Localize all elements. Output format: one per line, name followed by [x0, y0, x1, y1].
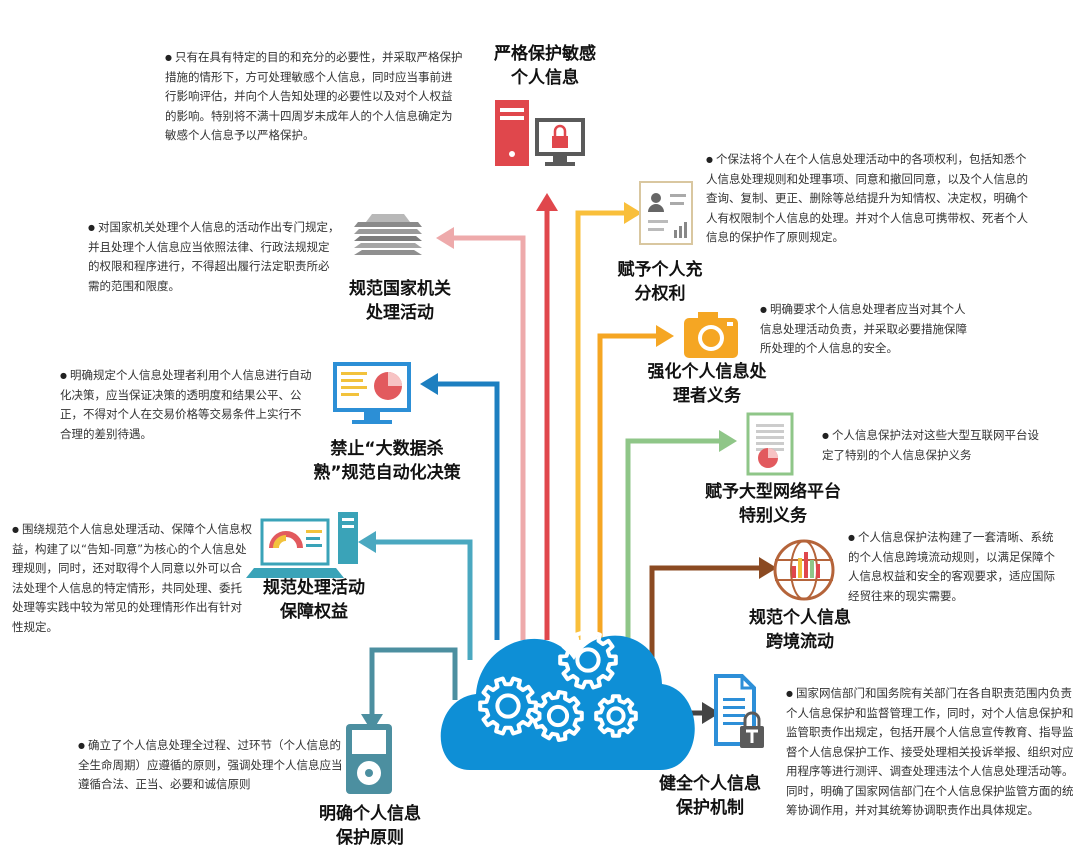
desc-rights: 个保法将个人在个人信息处理活动中的各项权利，包括知悉个人信息处理规则和处理事项、… [706, 150, 1036, 248]
arrow-principle [361, 647, 458, 732]
title-handler: 强化个人信息处理者义务 [647, 362, 767, 406]
title-mechanism: 健全个人信息保护机制 [659, 774, 761, 818]
title-bigdata: 禁止“大数据杀熟”规范自动化决策 [313, 439, 461, 483]
desc-principle: 确立了个人信息处理全过程、过环节（个人信息的全生命周期）应遵循的原则，强调处理个… [78, 736, 346, 795]
title-sensitive: 严格保护敏感个人信息 [494, 44, 596, 88]
profile-card-icon [639, 181, 693, 245]
cloud-gears-icon [440, 630, 695, 770]
icons-layer [246, 100, 835, 794]
desc-activity: 围绕规范个人信息处理活动、保障个人信息权益，构建了以“告知-同意”为核心的个人信… [12, 520, 252, 637]
camera-icon [684, 312, 738, 358]
desc-platform: 个人信息保护法对这些大型互联网平台设定了特别的个人信息保护义务 [822, 426, 1044, 465]
arrow-activity [358, 531, 473, 660]
desc-state: 对国家机关处理个人信息的活动作出专门规定，并且处理个人信息应当依照法律、行政法规… [88, 218, 340, 296]
file-lock-icon [714, 674, 764, 748]
arrow-bigdata [420, 373, 500, 640]
globe-chart-icon [773, 539, 835, 601]
arrow-crossborder [649, 557, 777, 680]
arrows-layer [358, 193, 777, 732]
arrow-platform [625, 430, 737, 640]
desc-bigdata: 明确规定个人信息处理者利用个人信息进行自动化决策，应当保证决策的透明度和结果公平… [60, 366, 312, 444]
desc-handler: 明确要求个人信息处理者应当对其个人信息处理活动负责，并采取必要措施保障所处理的个… [760, 300, 970, 359]
arrow-handler [597, 325, 674, 640]
desc-mechanism: 国家网信部门和国务院有关部门在各自职责范围内负责个人信息保护和监督管理工作，同时… [786, 684, 1074, 821]
title-rights: 赋予个人充分权利 [617, 260, 703, 304]
arrow-sensitive [536, 193, 558, 640]
desc-sensitive: 只有在具有特定的目的和充分的必要性，并采取严格保护措施的情形下，方可处理敏感个人… [165, 48, 463, 146]
report-chart-icon [746, 412, 794, 476]
server-lock-icon [495, 100, 585, 166]
monitor-chart-icon [333, 362, 411, 424]
title-activity: 规范处理活动保障权益 [263, 578, 365, 622]
title-crossborder: 规范个人信息跨境流动 [749, 608, 851, 652]
media-player-icon [346, 724, 392, 794]
desc-crossborder: 个人信息保护法构建了一套清晰、系统的个人信息跨境流动规则，以满足保障个人信息权益… [848, 528, 1058, 606]
computer-dashboard-icon [246, 512, 358, 578]
title-principle: 明确个人信息保护原则 [319, 804, 421, 848]
title-state: 规范国家机关处理活动 [349, 279, 451, 323]
arrow-rights [575, 202, 642, 640]
document-stack-icon [354, 214, 422, 255]
title-platform: 赋予大型网络平台特别义务 [705, 482, 841, 526]
arrow-state [436, 227, 526, 640]
